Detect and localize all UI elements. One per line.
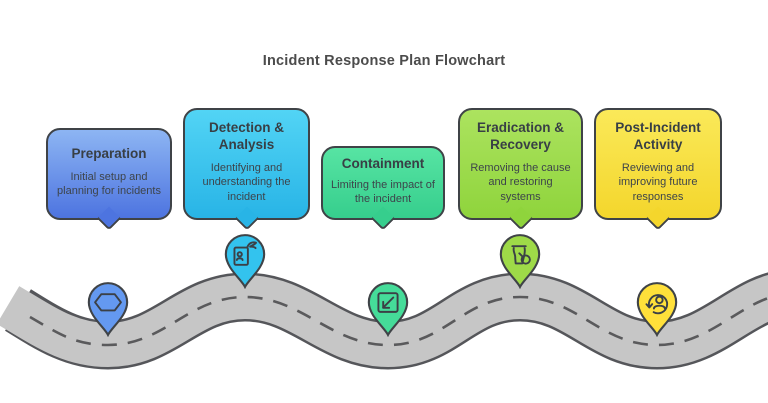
- pin-eradication-recovery: [497, 233, 543, 289]
- pin-post-incident: [634, 281, 680, 337]
- pin-detection-analysis: [222, 233, 268, 289]
- stage-card-eradication-recovery: Eradication & Recovery Removing the caus…: [458, 108, 583, 220]
- person-restore-icon: [645, 294, 669, 315]
- stage-card-post-incident: Post-Incident Activity Reviewing and imp…: [594, 108, 722, 220]
- road-center-dashes: [29, 295, 768, 347]
- stage-title: Eradication & Recovery: [476, 120, 565, 153]
- stage-description: Identifying and understanding the incide…: [202, 161, 291, 203]
- hexagon-icon: [94, 293, 122, 312]
- stage-title: Preparation: [71, 145, 147, 161]
- stage-card-preparation: Preparation Initial setup and planning f…: [46, 128, 172, 220]
- stage-title: Post-Incident Activity: [615, 120, 701, 153]
- contain-arrow-icon: [377, 292, 399, 313]
- road-surface: [0, 274, 768, 368]
- hand-id-badge-icon: [233, 241, 257, 266]
- stage-title: Containment: [341, 155, 425, 171]
- pin-preparation: [85, 281, 131, 337]
- stage-description: Removing the cause and restoring systems: [470, 161, 571, 203]
- stage-description: Limiting the impact of the incident: [331, 178, 435, 205]
- stage-description: Reviewing and improving future responses: [618, 161, 698, 203]
- stage-card-detection-analysis: Detection & Analysis Identifying and und…: [183, 108, 310, 220]
- stage-card-containment: Containment Limiting the impact of the i…: [321, 146, 445, 220]
- trash-magnifier-icon: [511, 245, 531, 265]
- page-title: Incident Response Plan Flowchart: [262, 53, 506, 69]
- pin-containment: [365, 281, 411, 337]
- stage-title: Detection & Analysis: [208, 120, 284, 153]
- stage-description: Initial setup and planning for incidents: [57, 170, 161, 197]
